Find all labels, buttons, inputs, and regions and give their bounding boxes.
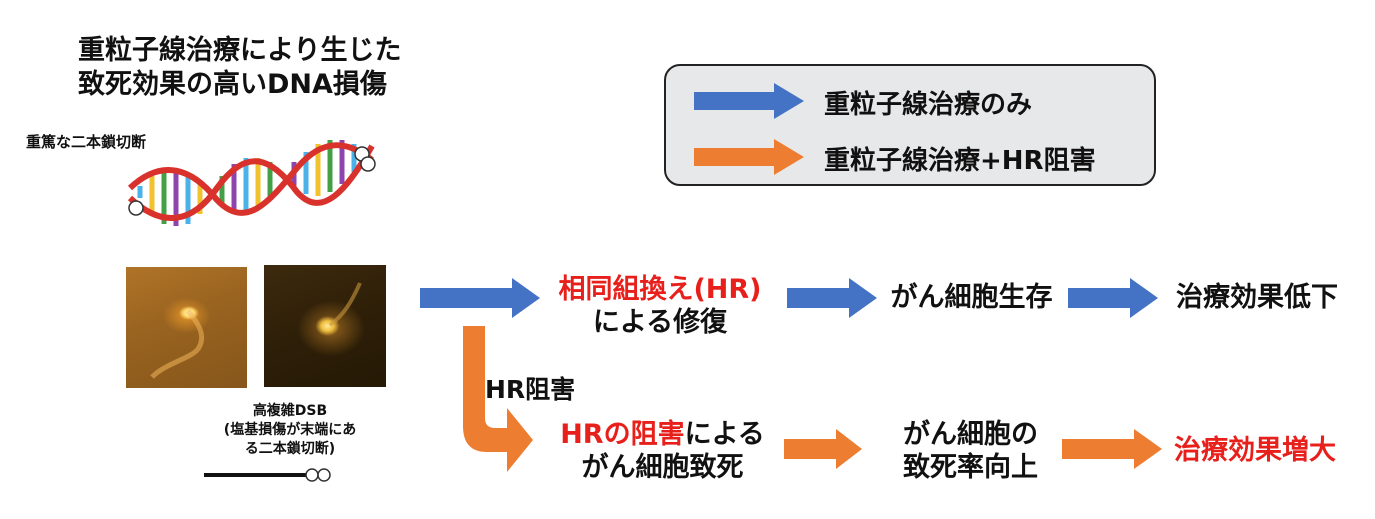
branch-arrow-hr-inhibition	[463, 326, 533, 472]
top-node-reduced-effect: 治療効果低下	[1176, 282, 1338, 313]
top-arrow-2	[787, 278, 877, 318]
legend-arrow-blue	[694, 83, 804, 119]
bottom-node-hr-inhibition-death: HRの阻害による がん細胞致死	[540, 418, 785, 484]
afm-image-2	[264, 265, 386, 387]
damage-marker	[128, 200, 144, 216]
hr-repair-subtitle: による修復	[592, 307, 728, 338]
damage-marker	[360, 156, 376, 172]
top-node-cell-survival: がん細胞生存	[890, 282, 1053, 313]
dna-strand-red	[127, 142, 374, 216]
branch-label: HR阻害	[485, 375, 576, 404]
dsb-schematic	[204, 468, 331, 482]
title-line-2: 致死効果の高いDNA損傷	[78, 69, 387, 100]
legend-arrow-orange	[694, 139, 804, 175]
bottom-node-increased-lethality: がん細胞の 致死率向上	[903, 419, 1038, 483]
bottom-arrow-1	[784, 429, 862, 469]
bottom-arrow-2	[1062, 429, 1162, 469]
hr-repair-title: 相同組換え(HR)	[558, 274, 762, 305]
dna-label: 重篤な二本鎖切断	[26, 133, 147, 151]
bottom-node-increased-effect: 治療効果増大	[1174, 435, 1336, 466]
hr-inhibition-highlight: HRの阻害	[560, 419, 685, 450]
top-arrow-1	[420, 278, 540, 318]
image-caption: 高複雑DSB (塩基損傷が末端にあ る二本鎖切断)	[223, 403, 357, 457]
title-line-1: 重粒子線治療により生じた	[78, 35, 402, 66]
legend-label-heavy-ion: 重粒子線治療のみ	[824, 90, 1033, 120]
cell-death-text: がん細胞致死	[581, 452, 744, 483]
hr-inhibition-rest: による	[684, 419, 765, 450]
top-arrow-3	[1068, 278, 1158, 318]
top-node-hr-repair: 相同組換え(HR) による修復	[530, 273, 790, 339]
afm-image-1	[126, 267, 247, 388]
legend-label-heavy-ion-hr-inhibition: 重粒子線治療+HR阻害	[824, 146, 1096, 176]
dna-strand-red-2	[127, 144, 375, 222]
diagram-title: 重粒子線治療により生じた 致死効果の高いDNA損傷	[78, 34, 401, 102]
dna-helix-illustration	[127, 140, 376, 226]
